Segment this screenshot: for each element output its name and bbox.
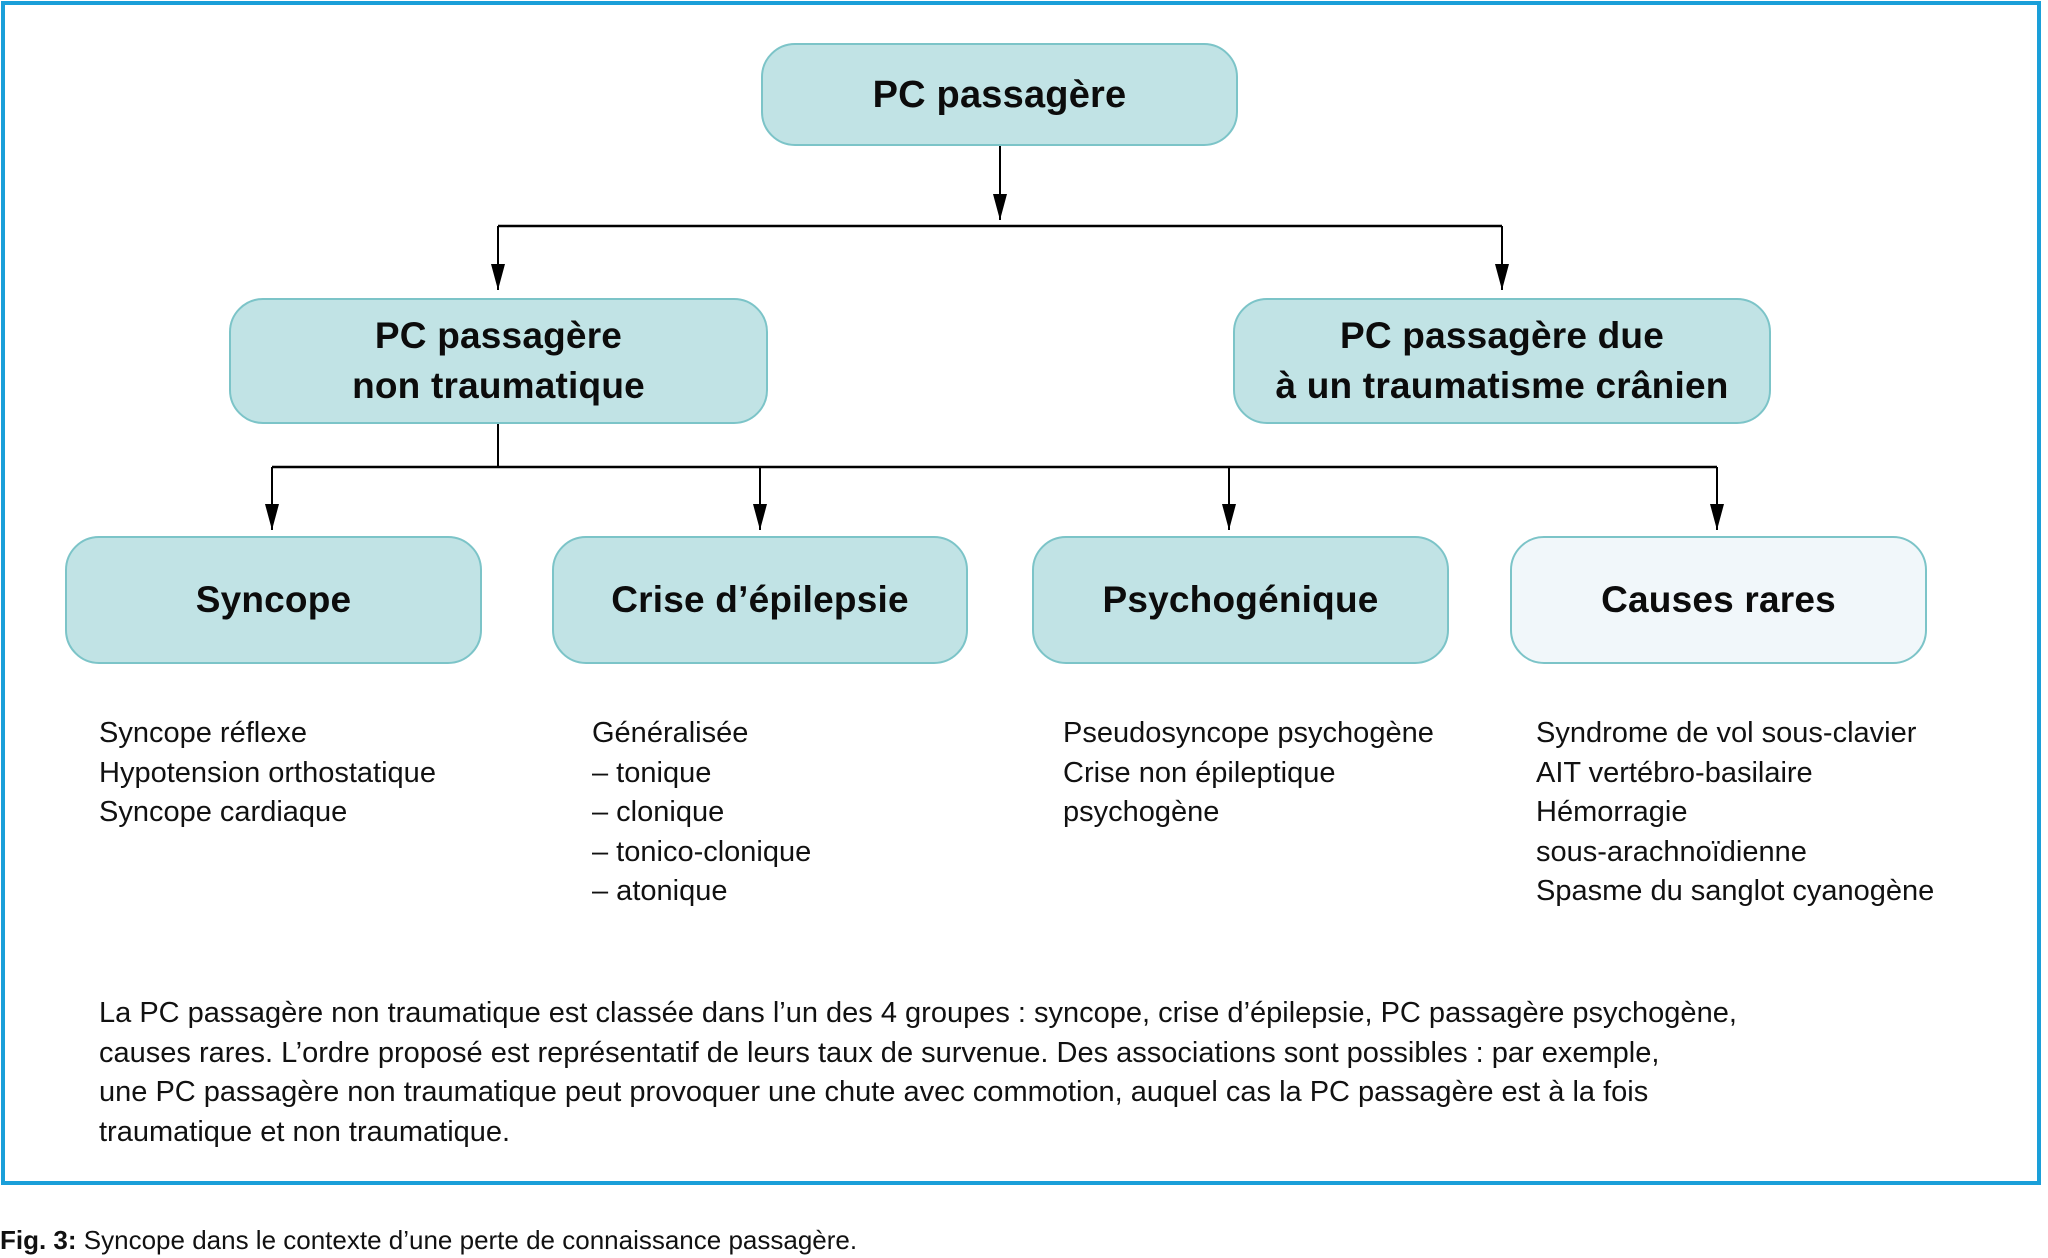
node-root-label: PC passagère [872,73,1127,116]
list-psychogenic: Pseudosyncope psychogène Crise non épile… [1063,714,1434,833]
node-psychogenic-label: Psychogénique [1102,579,1379,620]
node-rare-causes: Causes rares [1510,536,1927,664]
list-item: AIT vertébro-basilaire [1536,756,1813,789]
explanatory-note: La PC passagère non traumatique est clas… [99,994,1949,1152]
list-item: Crise non épileptique [1063,756,1336,789]
list-item: Généralisée [592,717,749,749]
list-item: Pseudosyncope psychogène [1063,717,1434,749]
node-non-traumatic-line2: non traumatique [352,365,645,406]
figure-caption: Fig. 3: Syncope dans le contexte d’une p… [0,1225,857,1256]
list-item: – atonique [592,875,728,907]
node-epilepsy-label: Crise d’épilepsie [611,579,909,620]
node-non-traumatic: PC passagère non traumatique [229,298,768,424]
node-head-trauma: PC passagère due à un traumatisme crânie… [1233,298,1771,424]
node-head-trauma-line2: à un traumatisme crânien [1275,365,1729,406]
list-item: Spasme du sanglot cyanogène [1536,875,1935,907]
note-line: La PC passagère non traumatique est clas… [99,997,1737,1029]
list-item: Syndrome de vol sous-clavier [1536,717,1917,749]
list-item: Syncope réflexe [99,717,307,749]
node-non-traumatic-line1: PC passagère [374,315,623,356]
list-item: – clonique [592,796,725,828]
note-line: une PC passagère non traumatique peut pr… [99,1076,1649,1108]
list-item: – tonique [592,756,712,789]
node-rare-causes-label: Causes rares [1601,579,1836,620]
node-syncope-label: Syncope [195,579,352,620]
list-item: psychogène [1063,796,1220,828]
list-item: Hémorragie [1536,796,1688,828]
caption-label: Fig. 3: [0,1225,77,1255]
node-syncope: Syncope [65,536,482,664]
list-item: sous-arachnoïdienne [1536,835,1807,868]
list-item: Hypotension orthostatique [99,756,436,789]
list-rare-causes: Syndrome de vol sous-clavier AIT vertébr… [1536,714,1934,912]
caption-text: Syncope dans le contexte d’une perte de … [76,1225,858,1255]
list-epilepsy: Généralisée – tonique – clonique – tonic… [592,714,811,912]
list-item: – tonico-clonique [592,835,812,868]
node-epilepsy: Crise d’épilepsie [552,536,968,664]
list-syncope: Syncope réflexe Hypotension orthostatiqu… [99,714,436,833]
node-root: PC passagère [761,43,1238,146]
node-head-trauma-line1: PC passagère due [1339,315,1664,356]
node-psychogenic: Psychogénique [1032,536,1449,664]
list-item: Syncope cardiaque [99,796,348,828]
note-line: causes rares. L’ordre proposé est représ… [99,1036,1660,1069]
note-line: traumatique et non traumatique. [99,1115,511,1148]
